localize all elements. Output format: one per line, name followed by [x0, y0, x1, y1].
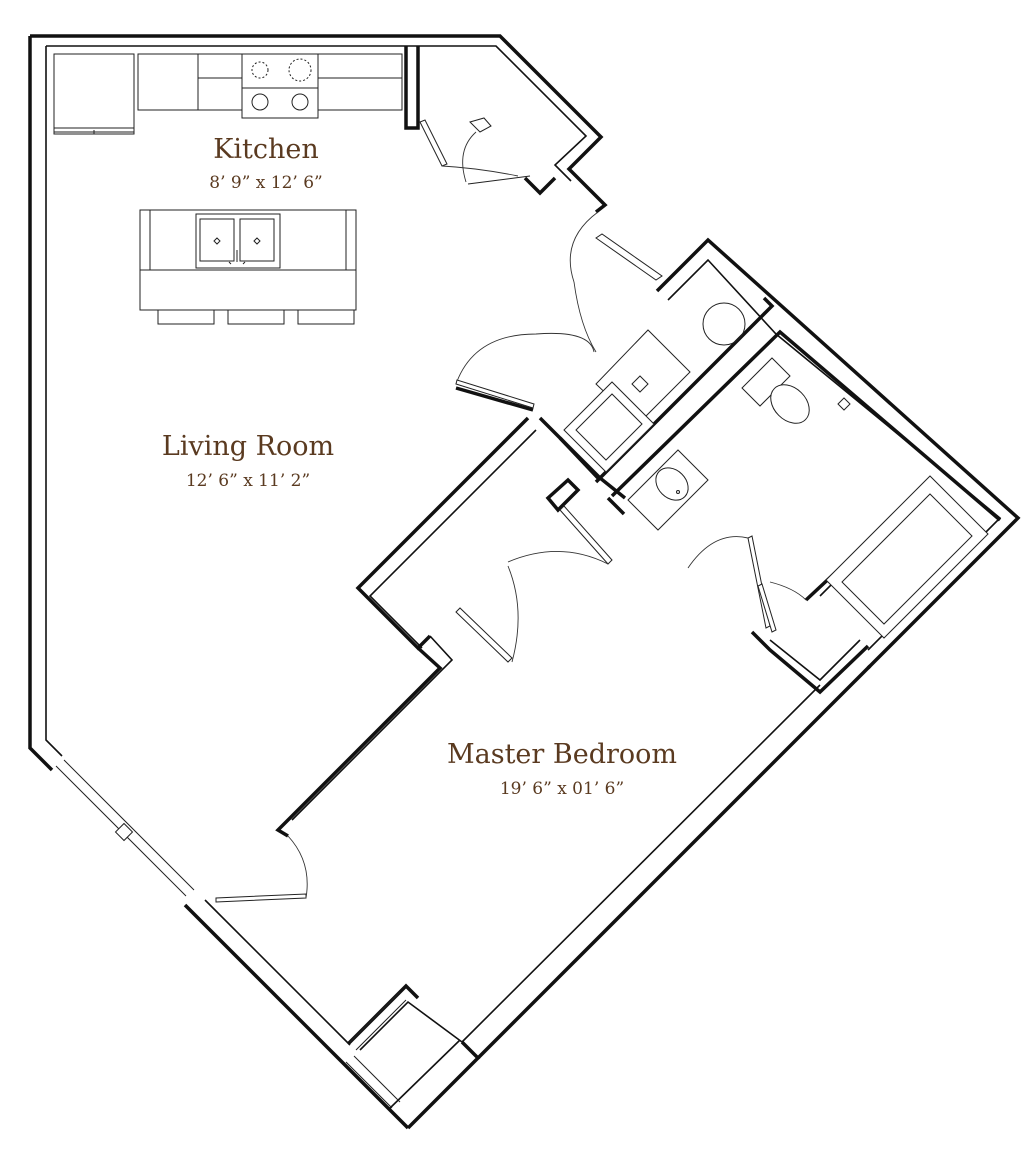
bar-stool-icon: [227, 309, 285, 325]
windows: [55, 759, 407, 1109]
bath-fixtures: [563, 302, 989, 639]
living-room-label: Living Room: [162, 431, 334, 462]
refrigerator-icon: [53, 53, 135, 135]
kitchen-dimensions: 8’ 9” x 12’ 6”: [209, 173, 322, 193]
room-labels: Kitchen 8’ 9” x 12’ 6” Living Room 12’ 6…: [162, 134, 677, 799]
dryer-icon: [563, 381, 655, 473]
island-icon: [139, 209, 357, 311]
range-icon: [241, 53, 319, 119]
bar-stool-icon: [297, 309, 355, 325]
counter-segment: [197, 53, 243, 111]
bathtub-icon: [825, 475, 989, 639]
counter-segment: [137, 53, 199, 111]
bath-sink-icon: [627, 449, 709, 531]
interior-walls: [275, 46, 1002, 838]
water-heater-icon: [702, 302, 746, 346]
doors: [215, 117, 807, 903]
kitchen-label: Kitchen: [213, 134, 319, 165]
counter-segment: [317, 53, 403, 111]
master-bedroom-label: Master Bedroom: [447, 739, 677, 770]
bar-stool-icon: [157, 309, 215, 325]
toilet-icon: [741, 357, 810, 424]
living-room-dimensions: 12’ 6” x 11’ 2”: [186, 471, 310, 491]
towel-hook-icon: [837, 397, 851, 411]
kitchen-fixtures: [53, 53, 403, 325]
master-bedroom-dimensions: 19’ 6” x 01’ 6”: [500, 779, 624, 799]
